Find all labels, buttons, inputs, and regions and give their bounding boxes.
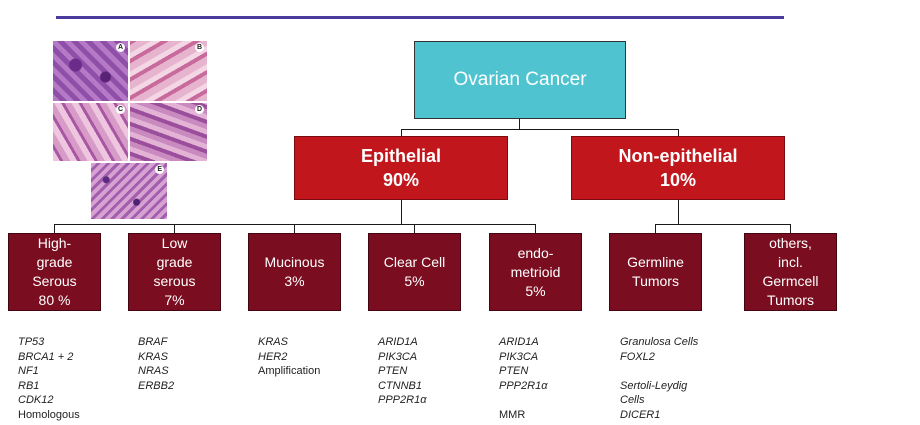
node-line: grade [36,254,73,270]
node-line: 5% [525,282,546,299]
node-line: High- [37,235,72,251]
gene-list-spacer [499,393,609,408]
node-non-epithelial-title: Non-epithelial [618,146,738,166]
histology-image-e: E [91,163,167,219]
gene-list-item: Sertoli-Leydig [620,379,688,392]
histology-image-panel: A B C D E [53,41,207,219]
connector-nonepithelial-bar [655,224,791,225]
gene-list-item: PIK3CA [499,350,539,363]
node-germline-tumors: Germline Tumors [609,233,702,311]
node-line: Low [161,235,188,251]
connector-subtype-2 [174,224,175,233]
panel-label-d: D [194,105,204,114]
node-line: others, [769,235,812,251]
node-clear-cell: Clear Cell 5% [368,233,461,311]
gene-list-spacer [620,364,730,379]
connector-nonepithelial-up [678,129,679,136]
histology-image-a: A [53,41,128,101]
node-line: metrioid [510,263,561,280]
node-line: grade [156,254,193,270]
node-epithelial: Epithelial 90% [294,136,508,200]
gene-list-item: PTEN [378,365,408,377]
connector-epithelial-bar [54,224,536,225]
connector-root-down [519,119,520,130]
gene-list-item: Cells [620,394,645,406]
node-line: Clear Cell [383,254,446,270]
node-non-epithelial: Non-epithelial 10% [571,136,785,200]
panel-label-c: C [115,105,125,114]
node-line: endo- [517,244,554,261]
gene-list-item: DICER1 [620,408,661,421]
node-line: Mucinous [264,254,325,270]
node-line: 80 % [38,292,71,308]
connector-subtype-5 [535,224,536,233]
gene-list-item: ERBB2 [138,379,175,392]
root-node-ovarian-cancer: Ovarian Cancer [414,41,626,119]
node-line: Serous [32,273,77,289]
node-line: incl. [778,254,803,270]
connector-epithelial-up [401,129,402,136]
node-line: Germline [627,254,684,270]
gene-list-item: ARID1A [378,336,418,348]
connector-nonepithelial-down [678,200,679,225]
gene-list-item: PPP2R1α [499,379,548,392]
gene-list-item: NF1 [18,365,39,377]
node-non-epithelial-percent: 10% [659,170,697,190]
node-line: Tumors [767,292,814,308]
gene-list-item: CTNNB1 [378,379,423,392]
gene-list-item: KRAS [258,336,288,348]
node-high-grade-serous: High- grade Serous 80 % [8,233,101,311]
panel-label-a: A [115,43,125,52]
node-low-grade-serous: Low grade serous 7% [128,233,221,311]
connector-subtype-3 [294,224,295,233]
gene-list-item: PTEN [499,365,529,377]
panel-label-b: B [194,43,204,52]
connector-subtype-7 [790,224,791,233]
gene-list-item: HER2 [258,350,288,363]
panel-label-e: E [155,165,164,174]
node-epithelial-percent: 90% [382,170,420,190]
gene-list-item: ARID1A [499,336,539,348]
gene-list-low-grade-serous: BRAF KRAS NRAS ERBB2 [138,335,248,393]
node-line: Tumors [632,273,679,289]
node-others-germcell: others, incl. Germcell Tumors [744,233,837,311]
histology-image-d: D [130,103,207,161]
gene-list-item: Granulosa Cells [620,336,699,348]
histology-image-b: B [130,41,207,101]
gene-list-item: NRAS [138,365,169,377]
gene-list-item: MMR [499,408,526,421]
gene-list-item: KRAS [138,350,168,363]
connector-subtype-1 [54,224,55,233]
gene-list-item: BRCA1 + 2 [18,350,74,363]
node-line: 3% [284,273,305,289]
header-divider-line [56,16,784,19]
gene-list-item: Homologous [18,408,80,421]
connector-subtype-4 [414,224,415,233]
node-line: serous [153,273,196,289]
gene-list-item: FOXL2 [620,350,655,363]
node-line: 5% [404,273,425,289]
connector-subtype-6 [655,224,656,233]
histology-image-c: C [53,103,128,161]
connector-level1-bar [401,129,679,130]
gene-list-item: Amplification [258,365,321,377]
connector-epithelial-down [401,200,402,225]
gene-list-item: BRAF [138,336,168,348]
node-mucinous: Mucinous 3% [248,233,341,311]
node-endometrioid: endo- metrioid 5% [489,233,582,311]
gene-list-item: CDK12 [18,394,54,406]
gene-list-item: PPP2R1α [378,394,427,406]
node-epithelial-title: Epithelial [360,146,441,166]
root-node-label: Ovarian Cancer [453,69,587,90]
gene-list-item: TP53 [18,336,45,348]
gene-list-item: PIK3CA [378,350,418,363]
gene-list-item: RB1 [18,379,40,392]
node-line: 7% [164,292,185,308]
node-line: Germcell [762,273,819,289]
